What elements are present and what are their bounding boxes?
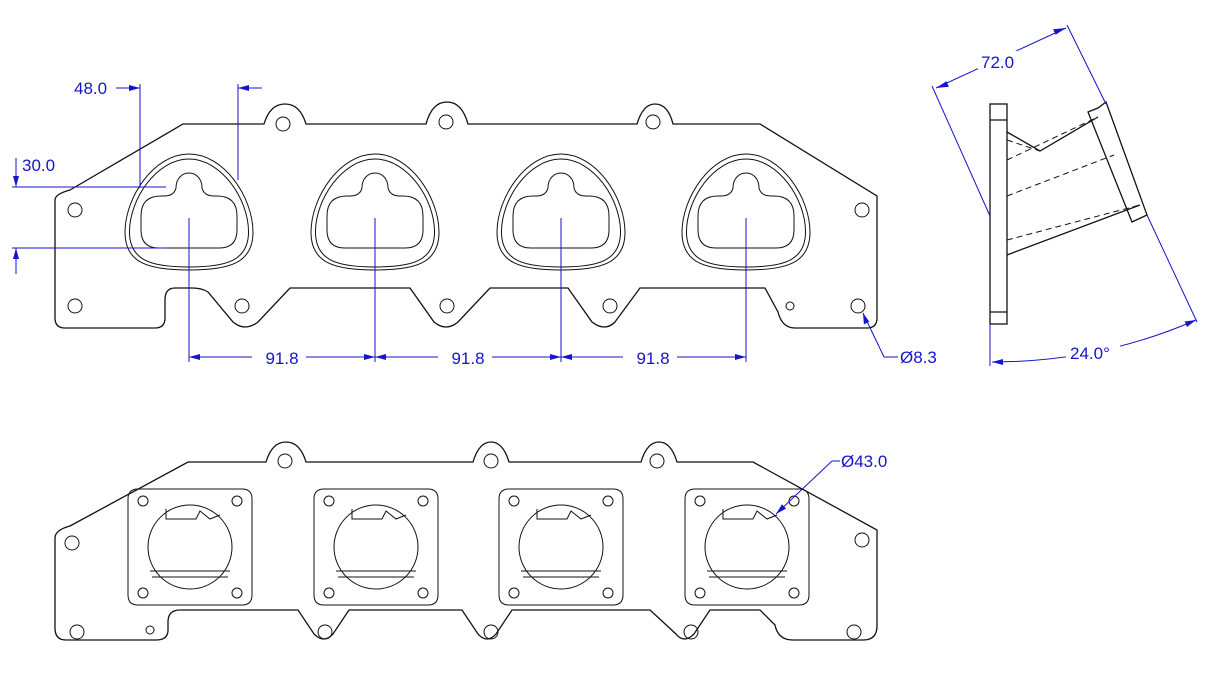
bottom-bolt-holes xyxy=(64,453,870,640)
pad-bolt-hole xyxy=(417,495,429,507)
port-width-dimension: 48.0 xyxy=(74,79,262,188)
bolt-hole xyxy=(275,116,291,132)
side-length-label: 72.0 xyxy=(981,53,1014,72)
bolt-hole xyxy=(69,624,85,640)
port-offset-dimension: 30.0 xyxy=(12,156,166,274)
keyhole-port xyxy=(512,172,610,249)
port-inner-detail xyxy=(707,509,787,578)
bolt-hole xyxy=(854,202,870,218)
bolt-hole xyxy=(649,453,665,469)
bolt-hole xyxy=(683,624,699,640)
port-inner-detail xyxy=(336,509,416,578)
bolt-hole xyxy=(67,298,83,314)
pad-bolt-hole xyxy=(137,495,149,507)
small-hole xyxy=(145,625,155,635)
port-bore xyxy=(704,504,790,590)
top-view: 91.8 91.8 91.8 48.0 30.0 xyxy=(12,79,937,368)
bolt-hole xyxy=(64,535,80,551)
bolt-hole xyxy=(277,453,293,469)
bolt-hole xyxy=(854,532,870,548)
bottom-flange-outline xyxy=(54,441,878,641)
bolt-hole xyxy=(602,298,618,314)
bolt-hole xyxy=(439,298,455,314)
keyhole-port xyxy=(326,172,424,249)
bolt-hole xyxy=(483,453,499,469)
spacing-label-1: 91.8 xyxy=(265,349,298,368)
side-angle-dimension: 24.0° xyxy=(989,214,1198,366)
port-offset-label: 30.0 xyxy=(22,156,55,175)
bolt-hole xyxy=(67,202,83,218)
pad-bolt-hole xyxy=(231,495,243,507)
keyhole-port xyxy=(140,172,238,249)
side-runner-flange xyxy=(1087,100,1148,223)
bolt-hole-diameter-label: Ø8.3 xyxy=(900,348,937,367)
side-view: 72.0 24.0° xyxy=(931,24,1198,366)
side-flange-plate xyxy=(989,103,1008,325)
bottom-port xyxy=(498,488,624,606)
side-length-dimension: 72.0 xyxy=(931,24,1107,217)
port-diameter-leader: Ø43.0 xyxy=(775,452,887,515)
port-inner-detail xyxy=(521,509,601,578)
bolt-hole-leader: Ø8.3 xyxy=(862,312,937,367)
pad-bolt-hole xyxy=(231,587,243,599)
spacing-label-2: 91.8 xyxy=(451,349,484,368)
pad-bolt-hole xyxy=(602,495,614,507)
port-pad xyxy=(684,488,810,606)
bottom-view: Ø43.0 xyxy=(54,441,887,641)
bolt-hole xyxy=(317,624,333,640)
pad-bolt-hole xyxy=(137,587,149,599)
bottom-port xyxy=(684,488,810,606)
port-centerlines xyxy=(188,218,747,362)
side-hidden-lines xyxy=(1006,116,1141,241)
pad-bolt-hole xyxy=(508,495,520,507)
port-width-label: 48.0 xyxy=(74,79,107,98)
top-bolt-holes xyxy=(67,114,870,314)
small-hole xyxy=(785,301,795,311)
port-bore xyxy=(147,504,233,590)
pad-bolt-hole xyxy=(602,587,614,599)
bottom-ports xyxy=(127,488,810,606)
pad-bolt-hole xyxy=(788,587,800,599)
port-pad xyxy=(313,488,439,606)
pad-bolt-hole xyxy=(323,587,335,599)
port-pad xyxy=(127,488,253,606)
bottom-port xyxy=(127,488,253,606)
port-bore xyxy=(518,504,604,590)
bottom-port xyxy=(313,488,439,606)
pad-bolt-hole xyxy=(417,587,429,599)
bolt-hole xyxy=(645,114,661,130)
pad-bolt-hole xyxy=(694,495,706,507)
pad-bolt-hole xyxy=(788,495,800,507)
spacing-label-3: 91.8 xyxy=(636,349,669,368)
top-flange-outline xyxy=(54,101,878,329)
bolt-hole xyxy=(483,624,499,640)
pad-bolt-hole xyxy=(323,495,335,507)
bolt-hole xyxy=(846,624,862,640)
bolt-hole xyxy=(234,298,250,314)
port-pad xyxy=(498,488,624,606)
top-ports xyxy=(124,153,811,271)
port-diameter-label: Ø43.0 xyxy=(841,452,887,471)
bolt-hole xyxy=(850,298,866,314)
port-spacing-dimension: 91.8 91.8 91.8 xyxy=(189,346,746,368)
bolt-hole xyxy=(438,114,454,130)
side-angle-label: 24.0° xyxy=(1070,344,1110,363)
keyhole-port xyxy=(697,172,795,249)
pad-bolt-hole xyxy=(508,587,520,599)
pad-bolt-hole xyxy=(694,587,706,599)
port-bore xyxy=(333,504,419,590)
port-inner-detail xyxy=(150,509,230,578)
